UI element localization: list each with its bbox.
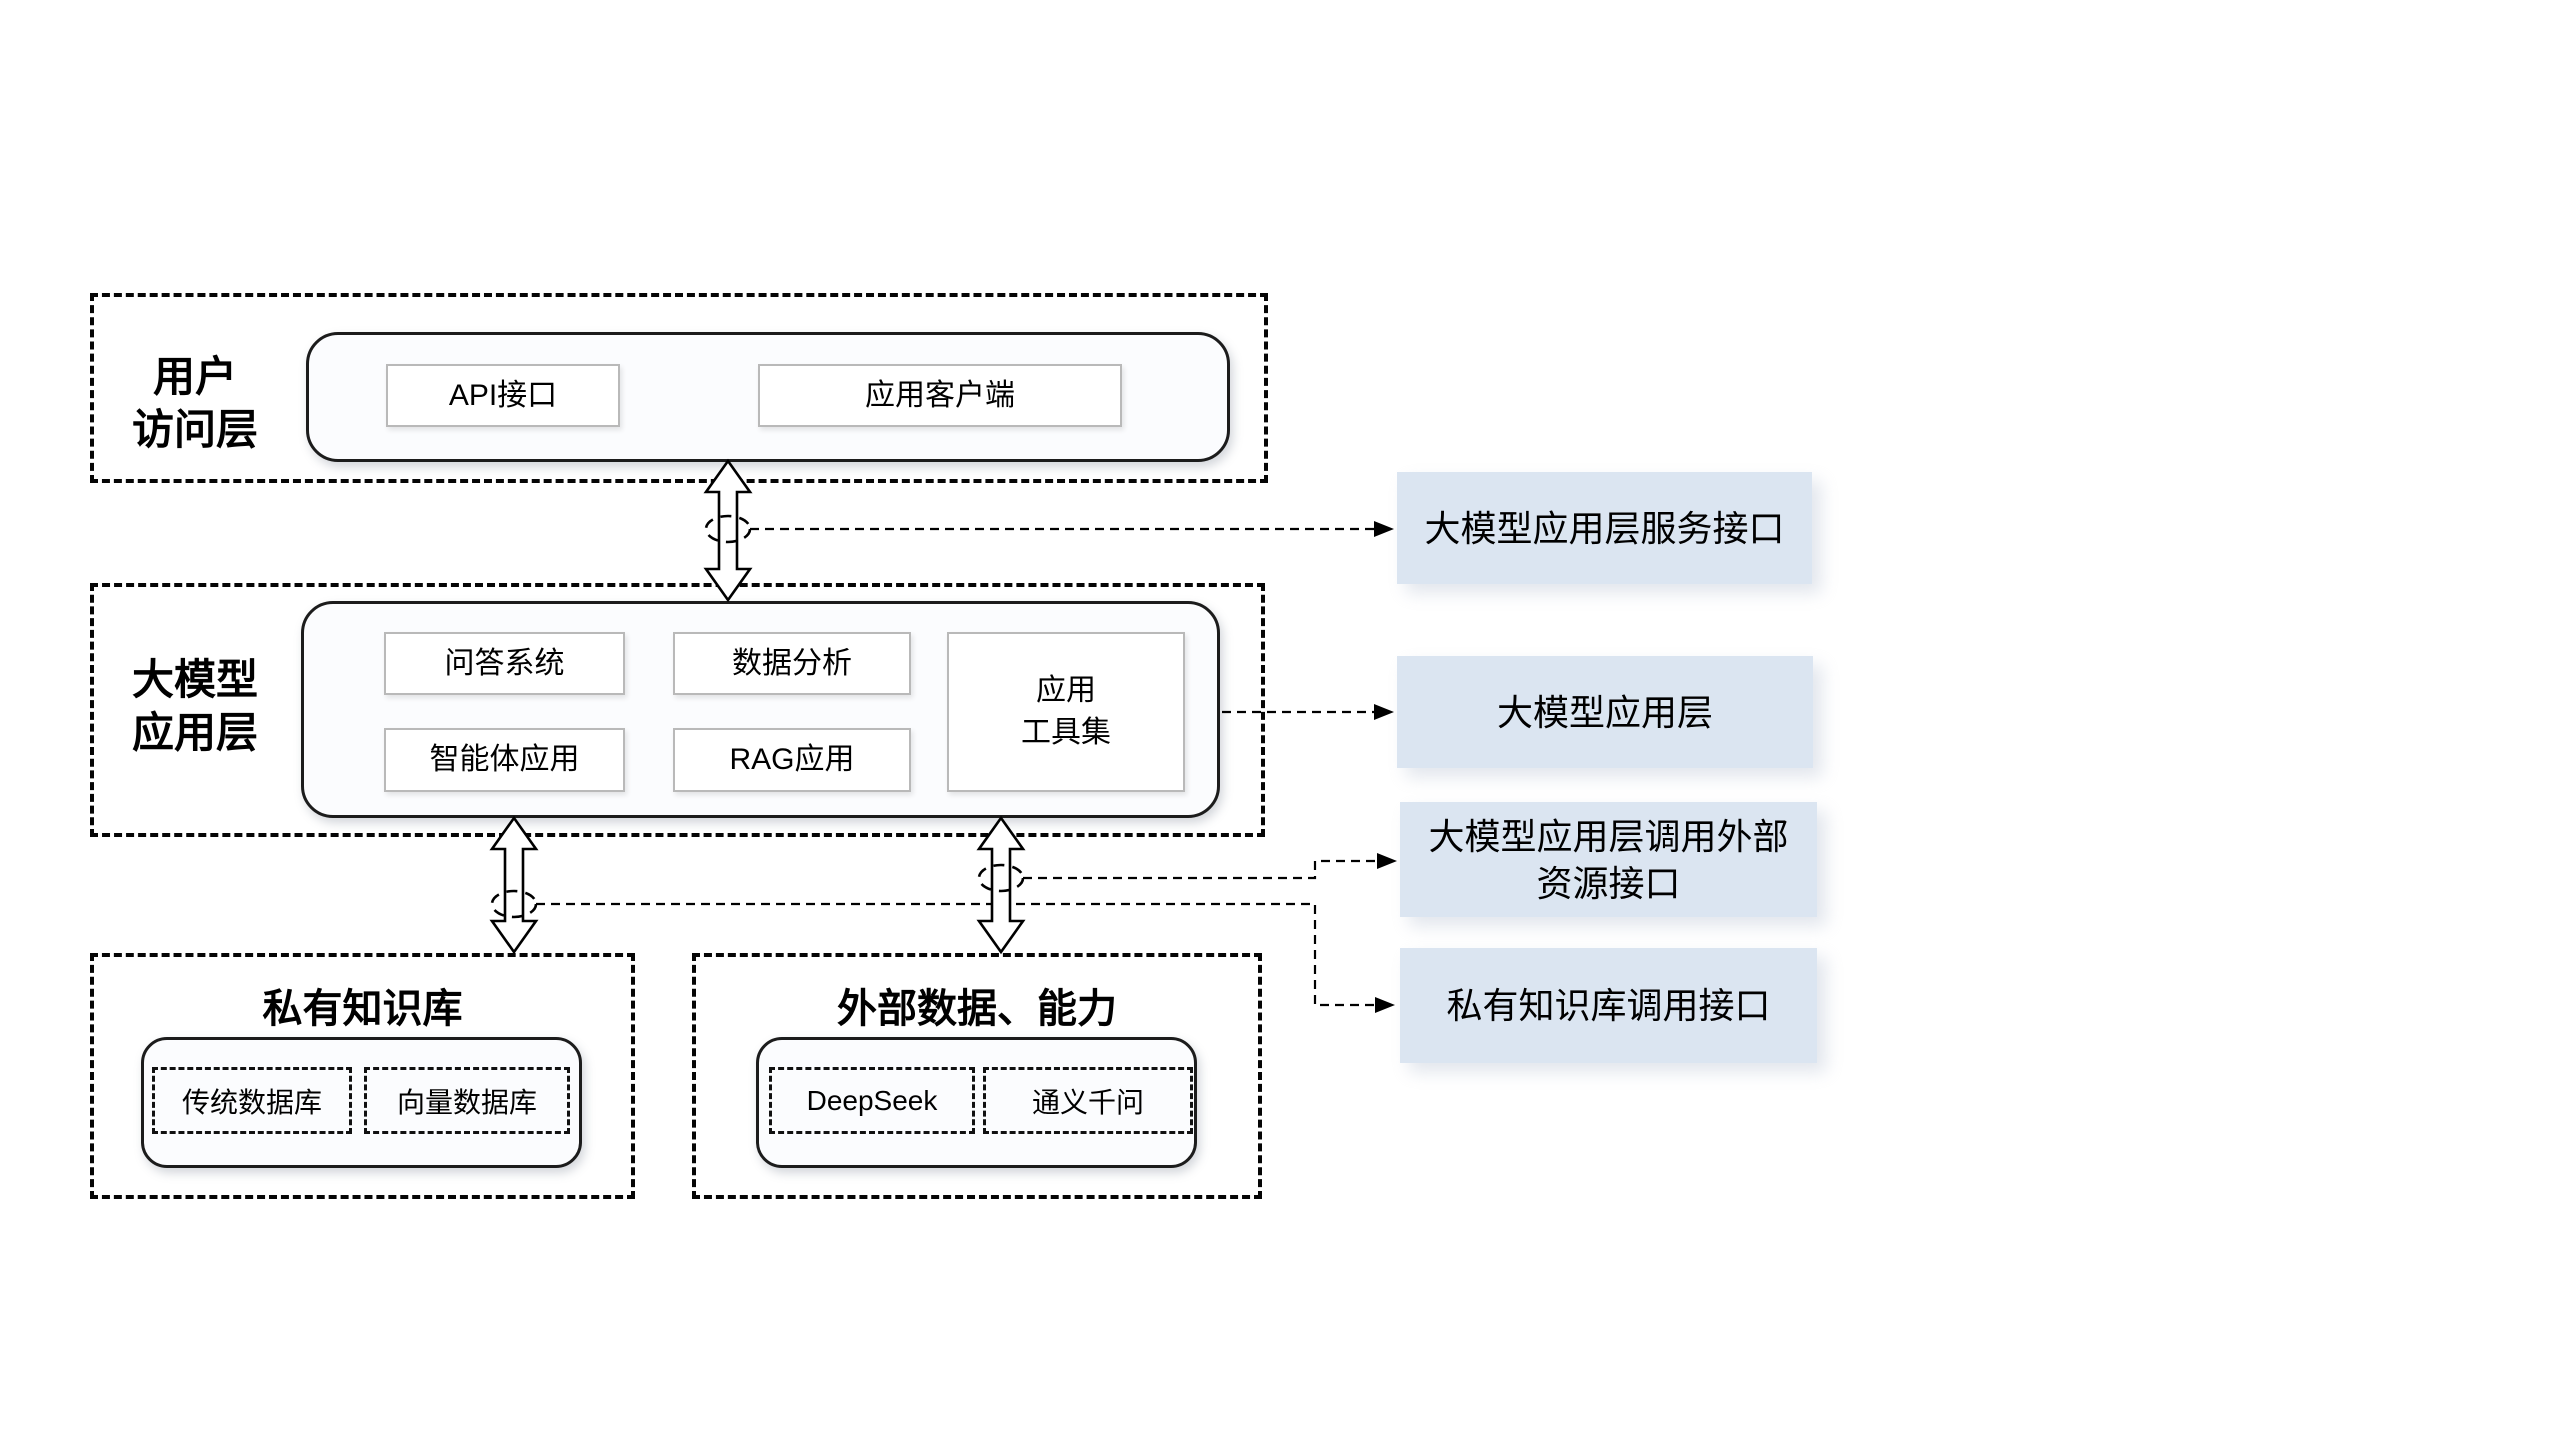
traditional-db-label: 传统数据库 (181, 1086, 322, 1118)
private-kb-panel (141, 1037, 582, 1168)
layer-label-line: 访问层 (131, 406, 258, 453)
qa-system-label: 问答系统 (444, 646, 565, 680)
annotation-text: 大模型应用层调用外部 (1428, 815, 1789, 857)
connector-external-resource-line (1023, 859, 1377, 880)
deepseek-label: DeepSeek (806, 1084, 938, 1116)
vector-db-label: 向量数据库 (396, 1086, 537, 1118)
interface-marker-icon (704, 514, 752, 544)
annotation-text: 大模型应用层服务接口 (1424, 507, 1785, 549)
annotation-external-resource-interface: 大模型应用层调用外部 资源接口 (1400, 802, 1817, 917)
annotation-service-interface: 大模型应用层服务接口 (1397, 472, 1812, 584)
annotation-llm-app-layer: 大模型应用层 (1397, 656, 1813, 768)
vector-db-box: 向量数据库 (364, 1067, 570, 1134)
arrow-right-icon (1377, 853, 1397, 869)
interface-marker-icon (490, 889, 538, 919)
annotation-text: 私有知识库调用接口 (1446, 985, 1771, 1026)
tongyi-qianwen-label: 通义千问 (1031, 1086, 1144, 1118)
app-toolset-box: 应用 工具集 (947, 632, 1185, 792)
llm-app-layer-label: 大模型 应用层 (105, 653, 285, 759)
agent-app-box: 智能体应用 (384, 728, 625, 792)
private-kb-title: 私有知识库 (262, 987, 463, 1031)
interface-marker-icon (977, 863, 1025, 893)
llm-app-layer-box (90, 583, 1265, 837)
api-interface-box: API接口 (386, 364, 620, 427)
data-analysis-box: 数据分析 (673, 632, 911, 695)
double-arrow-llm-to-external (976, 815, 1026, 955)
annotation-text: 大模型应用层 (1496, 691, 1713, 733)
external-data-panel (756, 1037, 1197, 1168)
tongyi-qianwen-box: 通义千问 (983, 1067, 1193, 1134)
app-client-box: 应用客户端 (758, 364, 1122, 427)
app-toolset-label-line2: 工具集 (1021, 716, 1111, 749)
annotation-private-kb-interface: 私有知识库调用接口 (1400, 948, 1817, 1063)
arrow-right-icon (1374, 704, 1394, 720)
private-kb-box (90, 953, 635, 1199)
traditional-db-box: 传统数据库 (152, 1067, 352, 1134)
double-arrow-llm-to-private-kb (489, 815, 539, 955)
deepseek-box: DeepSeek (769, 1067, 975, 1134)
user-access-layer-box (90, 293, 1268, 483)
user-access-layer-label: 用户 访问层 (105, 350, 285, 456)
data-analysis-label: 数据分析 (732, 646, 852, 680)
app-toolset-label-line1: 应用 (1036, 674, 1096, 707)
agent-app-label: 智能体应用 (429, 743, 580, 776)
arrow-right-icon (1374, 521, 1394, 537)
annotation-text: 资源接口 (1536, 862, 1681, 904)
arrow-right-icon (1375, 997, 1395, 1013)
layer-label-line: 大模型 (131, 656, 258, 703)
api-interface-label: API接口 (448, 378, 558, 412)
external-data-title: 外部数据、能力 (837, 987, 1117, 1031)
qa-system-box: 问答系统 (384, 632, 625, 695)
layer-label-line: 应用层 (131, 709, 258, 756)
rag-app-box: RAG应用 (673, 728, 911, 792)
app-client-label: 应用客户端 (865, 378, 1015, 412)
rag-app-label: RAG应用 (729, 743, 855, 776)
layer-label-line: 用户 (152, 353, 237, 400)
